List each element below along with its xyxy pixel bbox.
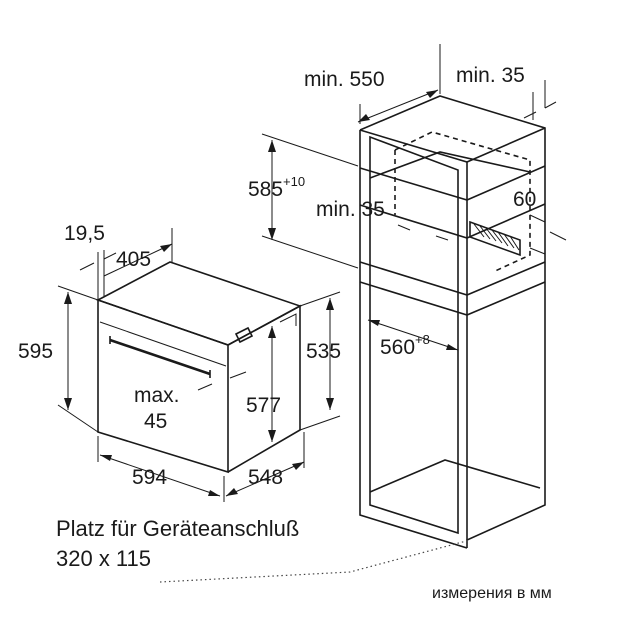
- label-door-gap-value: 45: [144, 410, 167, 433]
- label-rear-gap: min. 35: [456, 64, 525, 87]
- label-niche-width-value: 560: [380, 336, 415, 359]
- cabinet-drawing: [359, 95, 546, 549]
- oven-drawing: [95, 261, 302, 474]
- dim-line-oven-width: [99, 454, 221, 497]
- cabinet-shelf-1-back: [369, 151, 531, 179]
- connection-note-line1: Platz für Geräteanschluß: [56, 516, 299, 541]
- dim-ext-niche-height: [261, 133, 359, 269]
- oven-side-bracket: [279, 313, 297, 326]
- oven-handle-mounts: [109, 336, 211, 378]
- oven-control-band: [99, 321, 227, 367]
- label-niche-height-tol: +10: [283, 174, 305, 189]
- dim-ext-rear-gap: [532, 80, 546, 120]
- label-oven-height: 595: [18, 340, 53, 363]
- dim-line-oven-depth: [103, 243, 173, 277]
- cabinet-shelf-4: [359, 281, 546, 316]
- connection-note-line2: 320 x 115: [56, 546, 151, 571]
- label-door-gap-text: max.: [134, 384, 180, 407]
- dim-line-door-gap: [197, 371, 247, 391]
- label-inner-height: 577: [246, 394, 281, 417]
- oven-ghost-outline: [394, 131, 531, 273]
- label-oven-width: 594: [132, 466, 167, 489]
- cabinet-shelf-3: [359, 261, 546, 296]
- cabinet-outline-back: [359, 95, 546, 548]
- cabinet-bottom-shelf: [369, 459, 541, 493]
- vent-hatch: [469, 220, 521, 257]
- label-oven-depth: 405: [116, 248, 151, 271]
- dim-line-vent-height: [529, 214, 546, 255]
- connection-leader: [159, 539, 471, 583]
- label-niche-height-value: 585: [248, 178, 283, 201]
- dim-ext-front-thickness: [97, 250, 105, 300]
- dimension-labels: min. 550 min. 35 585+10 min. 35 60 560+8…: [18, 64, 536, 489]
- oven-top-face: [95, 261, 302, 346]
- dim-line-rear-gap: [523, 101, 557, 119]
- dim-ext-oven-height: [57, 285, 99, 433]
- oven-connector: [234, 326, 254, 344]
- connection-note: Platz für Geräteanschluß 320 x 115: [56, 516, 299, 571]
- dim-ext-oven-width: [97, 436, 225, 502]
- label-niche-width: 560+8: [380, 332, 430, 359]
- label-body-width: 548: [248, 466, 283, 489]
- label-front-thickness: 19,5: [64, 222, 105, 245]
- label-niche-width-tol: +8: [415, 332, 430, 347]
- oven-side: [227, 304, 301, 473]
- label-vent-height: 60: [513, 188, 536, 211]
- dim-line-cabinet-depth: [357, 89, 439, 123]
- dim-ext-body-height: [299, 291, 341, 431]
- dim-line-niche-width: [367, 319, 459, 351]
- cabinet-shelf-2: [359, 203, 546, 239]
- label-cabinet-depth: min. 550: [304, 68, 385, 91]
- cabinet-inner-frame: [369, 135, 459, 535]
- label-vent-gap: min. 35: [316, 198, 385, 221]
- oven-handle: [109, 338, 211, 376]
- label-body-height: 535: [306, 340, 341, 363]
- label-niche-height: 585+10: [248, 174, 305, 201]
- dimension-lines: [57, 44, 567, 583]
- units-note: измерения в мм: [432, 585, 552, 602]
- dim-line-body-width: [225, 461, 305, 497]
- cabinet-front-left: [359, 130, 468, 549]
- dim-ext-vent-height: [549, 231, 567, 241]
- dim-line-vent-gap: [397, 224, 449, 241]
- cabinet-top-front: [359, 127, 546, 163]
- dim-line-front-thickness: [79, 252, 117, 271]
